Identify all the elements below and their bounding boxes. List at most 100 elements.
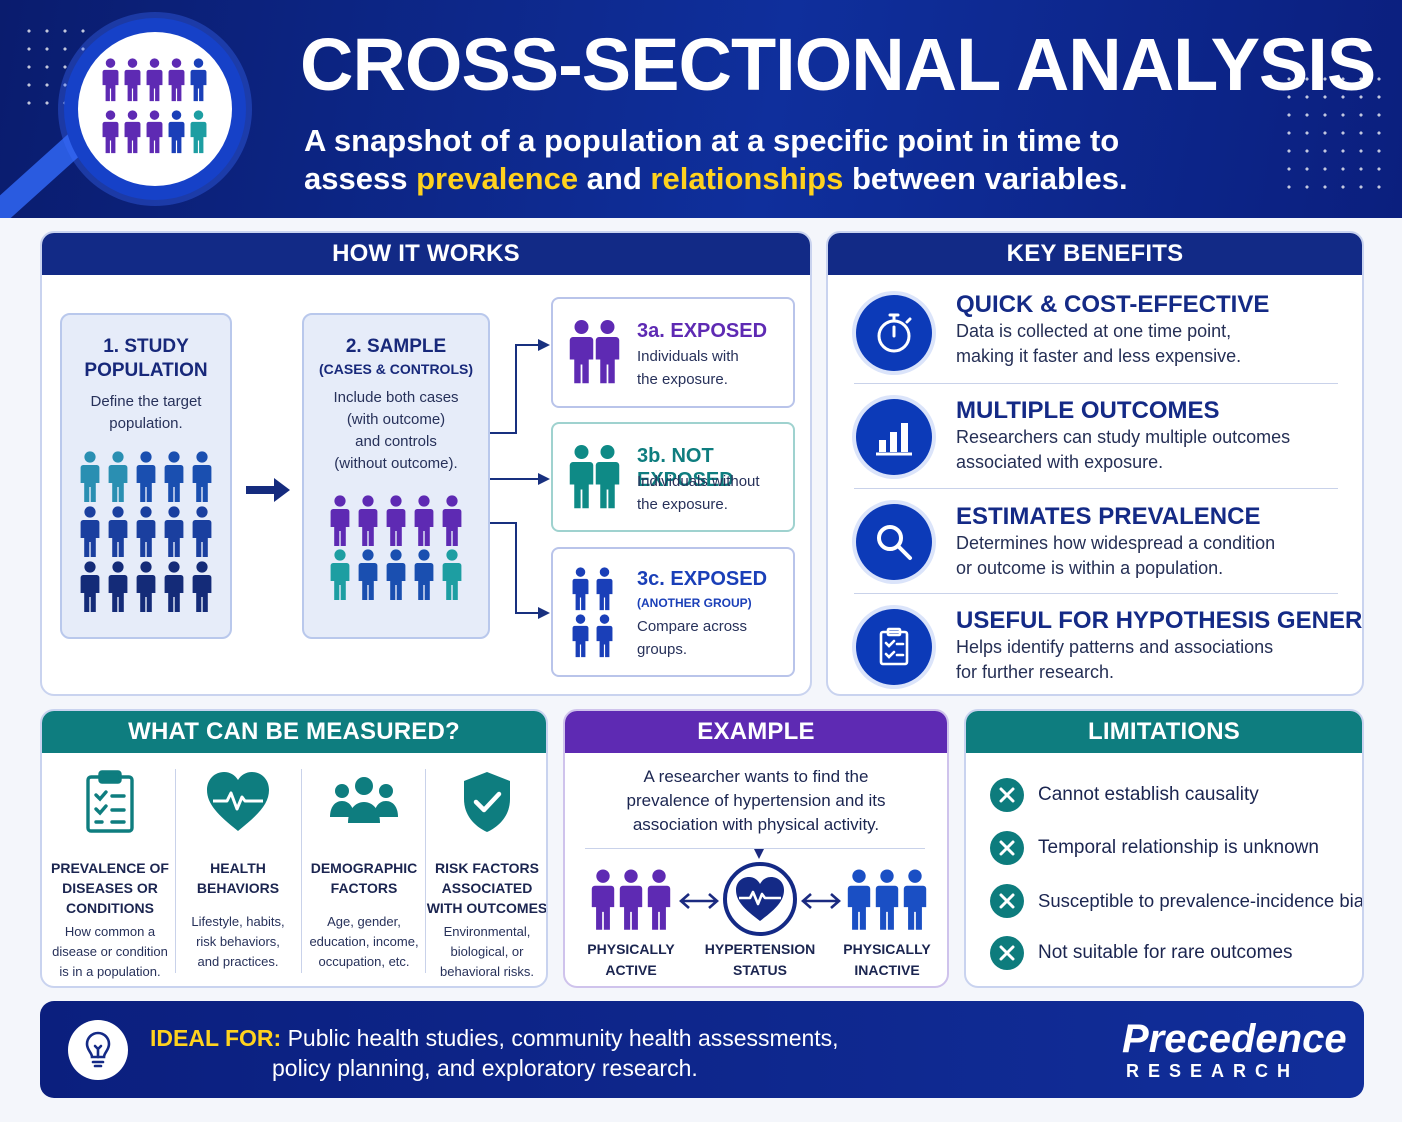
benefit-desc: associated with exposure. — [956, 452, 1164, 472]
limitation-text: Not suitable for rare outcomes — [1038, 942, 1293, 963]
shield-check-icon — [464, 772, 510, 832]
brand-logo-sub: RESEARCH — [1126, 1061, 1300, 1081]
step-sample: 2. SAMPLE (CASES & CONTROLS) Include bot… — [302, 313, 490, 639]
people-group-icon — [330, 777, 398, 823]
measure-desc: and practices. — [197, 954, 279, 969]
active-people-icon — [591, 869, 671, 930]
benefit-hypothesis-generation: USEFUL FOR HYPOTHESIS GENERATION Helps i… — [956, 607, 1362, 685]
example-panel: EXAMPLE A researcher wants to find the p… — [563, 709, 949, 988]
close-circle-icon — [990, 936, 1024, 970]
label-line: PHYSICALLY — [587, 941, 675, 957]
branch-connector — [490, 339, 550, 619]
highlight-relationships: relationships — [650, 161, 844, 196]
how-it-works-heading: HOW IT WORKS — [42, 233, 810, 275]
step-title: 2. SAMPLE — [345, 336, 447, 357]
measure-desc: occupation, etc. — [318, 954, 410, 969]
measure-health-behaviors: HEALTH BEHAVIORS Lifestyle, habits, risk… — [176, 769, 300, 972]
benefit-title: ESTIMATES PREVALENCE — [956, 503, 1261, 530]
measure-title: RISK FACTORS — [435, 860, 539, 876]
measure-desc: behavioral risks. — [440, 964, 534, 979]
label-line: STATUS — [733, 962, 787, 978]
benefit-desc: making it faster and less expensive. — [956, 346, 1242, 366]
label-line: HYPERTENSION — [704, 941, 816, 957]
label-line: ACTIVE — [605, 962, 657, 978]
measure-title: PREVALENCE OF — [51, 860, 169, 876]
benefit-desc: or outcome is within a population. — [956, 558, 1224, 578]
benefit-desc: Determines how widespread a condition — [956, 533, 1276, 553]
heart-pulse-icon — [723, 862, 797, 936]
bar-chart-icon — [856, 399, 932, 475]
divider — [425, 769, 426, 973]
measure-desc: disease or condition — [52, 944, 168, 959]
branch-exposed: 3a. EXPOSED Individuals with the exposur… — [551, 297, 795, 408]
branch-not-exposed: 3b. NOT EXPOSED Individuals without the … — [551, 422, 795, 532]
close-circle-icon — [990, 884, 1024, 918]
clipboard-icon — [856, 609, 932, 685]
branch-desc: the exposure. — [637, 371, 728, 388]
benefit-estimates-prevalence: ESTIMATES PREVALENCE Determines how wide… — [956, 503, 1275, 581]
measure-title: HEALTH — [210, 860, 266, 876]
divider — [854, 593, 1338, 594]
pointer-down-icon — [754, 849, 764, 859]
ideal-line-2: policy planning, and exploratory researc… — [272, 1055, 698, 1081]
step-desc: and controls — [355, 433, 437, 450]
sample-group-icon — [330, 495, 462, 600]
measure-title: DEMOGRAPHIC — [310, 860, 418, 876]
subtitle-text: between variables. — [843, 161, 1128, 196]
example-line: A researcher wants to find the — [643, 767, 869, 786]
divider — [301, 769, 302, 973]
branch-title: 3b. NOT EXPOSED — [637, 445, 734, 491]
measure-title: CONDITIONS — [66, 900, 154, 916]
measure-desc: Age, gender, — [327, 914, 401, 929]
step-desc: (with outcome) — [346, 411, 446, 428]
example-text: A researcher wants to find the prevalenc… — [565, 765, 947, 837]
step-title: 1. STUDY — [103, 336, 189, 357]
measure-demographic-factors: DEMOGRAPHIC FACTORS Age, gender, educati… — [302, 769, 426, 972]
branch-exposed-another-group: 3c. EXPOSED (ANOTHER GROUP) Compare acro… — [551, 547, 795, 677]
footer-banner: IDEAL FOR: Public health studies, commun… — [40, 1001, 1364, 1098]
label-physically-inactive: PHYSICALLY INACTIVE — [827, 939, 947, 981]
measure-title: DISEASES OR — [62, 880, 158, 896]
key-benefits-panel: KEY BENEFITS QUICK & COST-EFFECTIVE Data… — [826, 231, 1364, 696]
branch-desc: groups. — [637, 641, 688, 658]
page-subtitle: A snapshot of a population at a specific… — [304, 122, 1128, 198]
close-circle-icon — [990, 778, 1024, 812]
limitation-text: Temporal relationship is unknown — [1038, 837, 1319, 858]
ideal-line-text: Public health studies, community health … — [287, 1025, 839, 1051]
close-circle-icon — [990, 831, 1024, 865]
benefit-multiple-outcomes: MULTIPLE OUTCOMES Researchers can study … — [956, 397, 1290, 475]
measure-title: FACTORS — [330, 880, 398, 896]
divider — [175, 769, 176, 973]
benefit-title: MULTIPLE OUTCOMES — [956, 397, 1220, 424]
population-icon — [102, 58, 207, 154]
branch-subtitle: (ANOTHER GROUP) — [637, 596, 752, 610]
population-lens — [78, 32, 232, 186]
label-line: PHYSICALLY — [843, 941, 931, 957]
step-desc: (without outcome). — [334, 455, 458, 472]
subtitle-line-1: A snapshot of a population at a specific… — [304, 123, 1120, 158]
limitation-text: Susceptible to prevalence-incidence bias — [1038, 890, 1364, 911]
example-line: association with physical activity. — [632, 815, 880, 834]
what-can-be-measured-panel: WHAT CAN BE MEASURED? PREVALENCE OF DISE… — [40, 709, 548, 988]
population-grid-icon — [80, 451, 212, 612]
step-desc: population. — [109, 415, 183, 432]
double-arrow-icon — [679, 893, 719, 909]
label-hypertension-status: HYPERTENSION STATUS — [698, 939, 822, 981]
limitation-text: Cannot establish causality — [1038, 784, 1259, 805]
heart-pulse-icon — [207, 772, 269, 831]
measure-title: WITH OUTCOMES — [426, 900, 548, 916]
not-exposed-people-icon — [569, 445, 620, 509]
dot-pattern — [1280, 70, 1390, 200]
how-it-works-panel: HOW IT WORKS 1. STUDY POPULATION Define … — [40, 231, 812, 696]
measure-desc: is in a population. — [59, 964, 161, 979]
branch-desc: the exposure. — [637, 496, 728, 513]
exposed-people-icon — [569, 320, 620, 384]
step-desc: Define the target — [90, 393, 202, 410]
ideal-line-1: IDEAL FOR: Public health studies, commun… — [150, 1023, 839, 1053]
header-banner: CROSS-SECTIONAL ANALYSIS A snapshot of a… — [0, 0, 1402, 218]
example-line: prevalence of hypertension and its — [626, 791, 886, 810]
measure-prevalence: PREVALENCE OF DISEASES OR CONDITIONS How… — [48, 769, 172, 982]
branch-desc: Compare across — [637, 618, 748, 635]
subtitle-text: assess — [304, 161, 417, 196]
arrow-right-icon — [246, 478, 290, 502]
